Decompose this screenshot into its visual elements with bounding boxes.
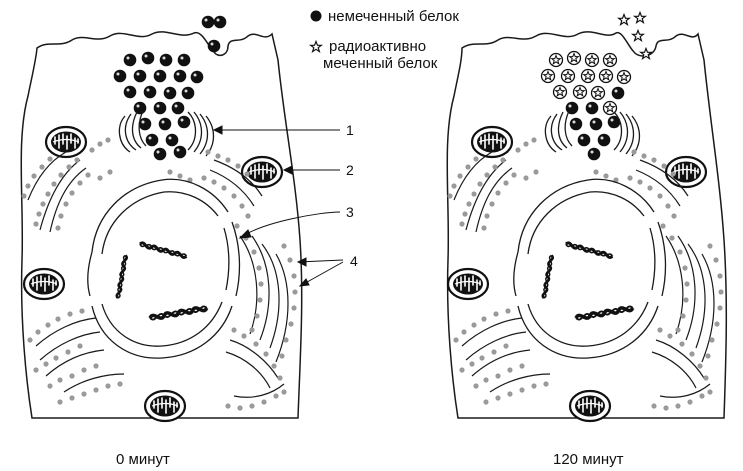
cell-membrane <box>20 31 303 419</box>
filled-dot-icon <box>310 10 322 22</box>
legend-unlabeled-text: немеченный белок <box>328 8 459 25</box>
callout-number: 4 <box>350 253 358 269</box>
star-icon <box>632 29 644 42</box>
callout-number: 3 <box>346 204 354 220</box>
nuclear-envelope <box>87 178 241 359</box>
nuclear-envelope <box>513 178 667 359</box>
cell-0-min <box>20 15 303 423</box>
ribosomes <box>21 137 298 411</box>
golgi-apparatus <box>544 110 641 157</box>
golgi-apparatus <box>118 110 215 157</box>
legend-labeled-text-1: радиоактивно <box>329 38 426 55</box>
rough-er <box>453 151 715 398</box>
caption-right: 120 минут <box>553 451 624 468</box>
star-icon <box>310 40 322 53</box>
cell-membrane <box>446 31 728 419</box>
star-icon <box>634 11 646 24</box>
ribosomes <box>447 137 724 411</box>
cell-120-min <box>446 11 728 423</box>
legend-labeled-text-2: меченный белок <box>323 55 438 72</box>
callout-lines <box>212 125 344 287</box>
caption-left: 0 минут <box>116 451 170 468</box>
mitochondrion <box>143 389 187 423</box>
mitochondrion <box>22 267 66 301</box>
callout-number: 2 <box>346 162 354 178</box>
rough-er <box>27 151 289 398</box>
mitochondrion <box>446 267 490 301</box>
callout-number: 1 <box>346 122 354 138</box>
mitochondrion <box>568 389 612 423</box>
star-icon <box>618 13 630 26</box>
